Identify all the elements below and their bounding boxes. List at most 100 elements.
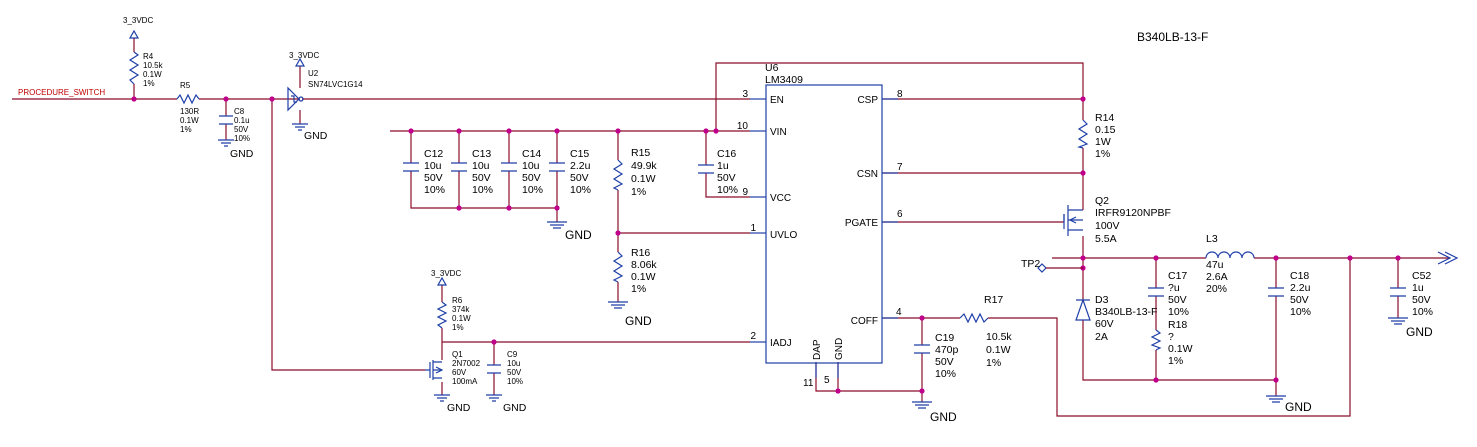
resistor-r18: R18 ? 0.1W 1% (1150, 319, 1193, 367)
svg-text:C52: C52 (1412, 270, 1431, 282)
diode-d3: D3 B340LB-13-F 60V 2A (1075, 294, 1157, 343)
svg-text:0.1W: 0.1W (631, 173, 656, 185)
ground-caps: GND (547, 221, 592, 242)
svg-text:IADJ: IADJ (770, 338, 792, 349)
svg-text:GND: GND (230, 148, 254, 160)
svg-text:PGATE: PGATE (845, 218, 878, 229)
svg-text:60V: 60V (1095, 318, 1114, 330)
svg-text:10u: 10u (522, 160, 540, 172)
pin-coff: 4 COFF (851, 307, 902, 327)
pin-vcc: 9 VCC (742, 187, 791, 204)
svg-text:C13: C13 (472, 148, 491, 160)
svg-text:3_3VDC: 3_3VDC (431, 269, 461, 278)
svg-text:D3: D3 (1095, 294, 1109, 306)
svg-text:1: 1 (750, 223, 756, 234)
svg-text:10: 10 (737, 121, 749, 132)
svg-text:COFF: COFF (851, 316, 878, 327)
svg-text:0.1W: 0.1W (452, 314, 471, 323)
svg-text:CSP: CSP (857, 95, 878, 106)
svg-text:8: 8 (897, 89, 903, 100)
pin-vin: 10 VIN (737, 121, 787, 138)
capacitor-c15: C15 2.2u 50V 10% (549, 148, 591, 196)
svg-text:GND: GND (625, 314, 652, 328)
svg-text:10%: 10% (234, 134, 250, 143)
resistor-r15: R15 49.9k 0.1W 1% (612, 147, 657, 198)
svg-text:U2: U2 (308, 69, 319, 78)
svg-text:LM3409: LM3409 (765, 74, 803, 86)
pin-csn: 7 CSN (857, 162, 903, 180)
wires (12, 38, 1450, 417)
svg-text:C17: C17 (1168, 270, 1187, 282)
resistor-r16: R16 8.06k 0.1W 1% (612, 247, 657, 295)
svg-text:2.2u: 2.2u (570, 160, 591, 172)
svg-text:10%: 10% (472, 184, 493, 196)
svg-text:1%: 1% (631, 186, 646, 198)
svg-text:5.5A: 5.5A (1095, 233, 1117, 245)
svg-text:2.6A: 2.6A (1206, 271, 1228, 283)
svg-text:2.2u: 2.2u (1290, 282, 1311, 294)
capacitor-c14: C14 10u 50V 10% (501, 148, 543, 196)
svg-text:C12: C12 (424, 148, 443, 160)
resistor-r4: R4 10.5k 0.1W 1% (128, 51, 164, 88)
svg-text:374k: 374k (452, 305, 470, 314)
svg-text:1u: 1u (1412, 282, 1424, 294)
svg-text:20%: 20% (1206, 283, 1227, 295)
resistor-r6: R6 374k 0.1W 1% (436, 296, 471, 332)
svg-text:10%: 10% (1290, 306, 1311, 318)
svg-text:10%: 10% (935, 368, 956, 380)
svg-text:50V: 50V (1412, 294, 1431, 306)
svg-text:0.15: 0.15 (1095, 124, 1116, 136)
svg-text:VCC: VCC (770, 193, 791, 204)
svg-text:11: 11 (803, 378, 814, 389)
svg-text:1W: 1W (1095, 136, 1111, 148)
ground-c8: GND (218, 139, 254, 160)
svg-text:7: 7 (897, 162, 903, 173)
svg-text:2: 2 (750, 331, 756, 342)
svg-text:10.5k: 10.5k (143, 61, 164, 70)
svg-text:C15: C15 (570, 148, 589, 160)
pin-pgate: 6 PGATE (845, 209, 903, 229)
resistor-r5: R5 130R 0.1W 1% (176, 81, 200, 134)
ground-c9: GND (486, 394, 527, 414)
svg-text:1%: 1% (1168, 355, 1183, 367)
capacitor-c8: C8 0.1u 50V 10% (219, 107, 250, 143)
pin-iadj: 2 IADJ (750, 331, 792, 349)
svg-text:R15: R15 (631, 147, 650, 159)
power-flag-u2: 3_3VDC (289, 51, 319, 67)
svg-text:10%: 10% (1412, 306, 1433, 318)
ground-c19: GND (912, 401, 957, 424)
svg-text:6: 6 (897, 209, 903, 220)
svg-text:IRFR9120NPBF: IRFR9120NPBF (1095, 207, 1171, 219)
svg-text:47u: 47u (1206, 259, 1224, 271)
svg-text:GND: GND (1285, 400, 1312, 414)
svg-text:8.06k: 8.06k (631, 259, 657, 271)
svg-text:50V: 50V (1168, 294, 1187, 306)
svg-text:4: 4 (896, 307, 902, 318)
svg-text:50V: 50V (507, 368, 522, 377)
svg-text:10%: 10% (522, 184, 543, 196)
svg-text:Q1: Q1 (452, 350, 463, 359)
svg-text:1%: 1% (452, 323, 464, 332)
pin-gnd: GND 5 (824, 338, 845, 386)
pin-dap: DAP 11 (803, 339, 823, 389)
svg-text:R14: R14 (1095, 112, 1114, 124)
svg-text:GND: GND (565, 228, 592, 242)
capacitor-c52: C52 1u 50V 10% (1390, 270, 1433, 318)
capacitor-c12: C12 10u 50V 10% (403, 148, 445, 196)
ground-d3: GND (1266, 395, 1312, 414)
svg-text:3: 3 (742, 89, 748, 100)
svg-text:1%: 1% (1095, 148, 1110, 160)
power-flag-r4: 3_3VDC (123, 16, 153, 39)
svg-text:0.1W: 0.1W (1168, 343, 1193, 355)
svg-text:50V: 50V (472, 172, 491, 184)
capacitor-c9: C9 10u 50V 10% (487, 350, 523, 386)
pin-uvlo: 1 UVLO (750, 223, 797, 241)
svg-text:50V: 50V (1290, 294, 1309, 306)
svg-text:1%: 1% (180, 125, 192, 134)
svg-text:UVLO: UVLO (770, 230, 797, 241)
svg-text:R18: R18 (1168, 319, 1187, 331)
svg-text:C9: C9 (507, 350, 518, 359)
svg-text:0.1u: 0.1u (234, 116, 250, 125)
svg-text:9: 9 (742, 187, 748, 198)
svg-text:CSN: CSN (857, 169, 878, 180)
